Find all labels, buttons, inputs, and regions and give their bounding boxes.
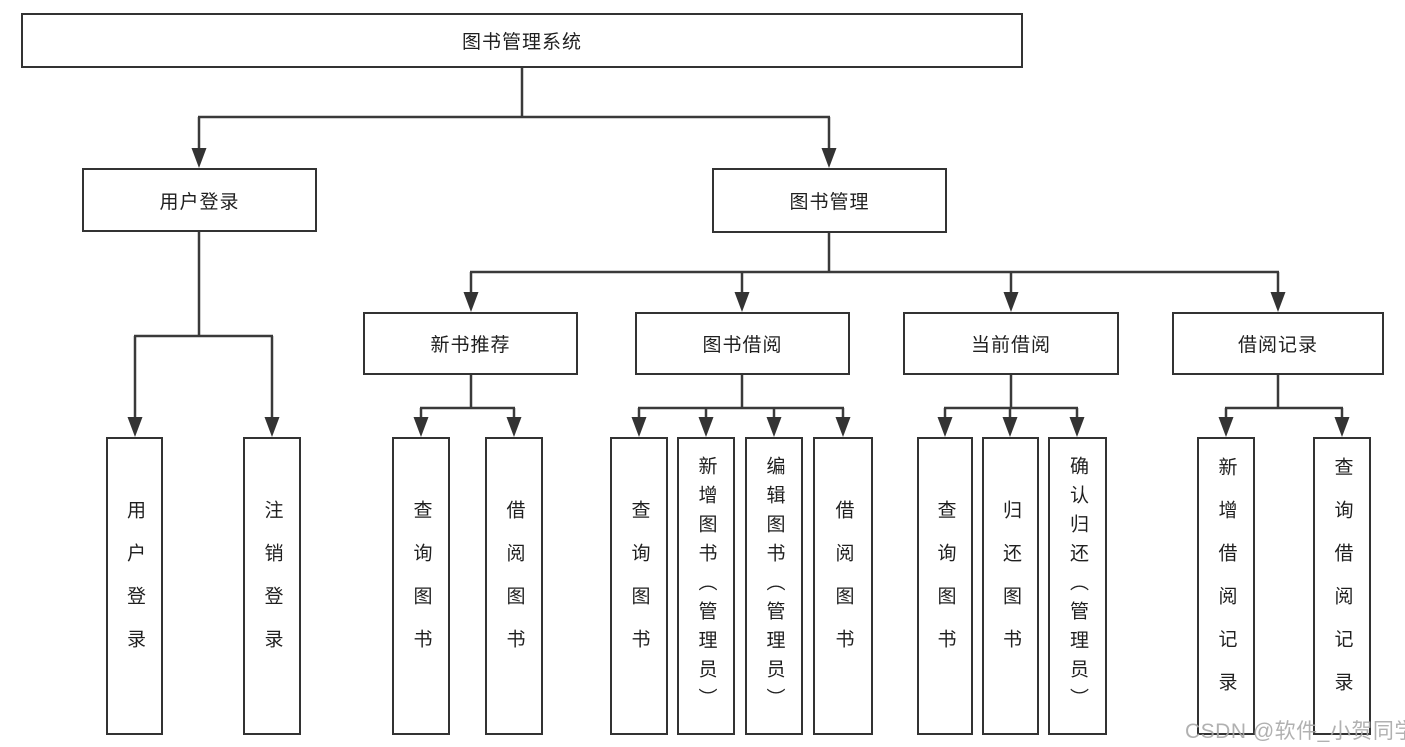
leaf-confirm-return-admin: 确认归还（管理员）: [1048, 437, 1107, 735]
leaf-edit-book-admin: 编辑图书（管理员）: [745, 437, 803, 735]
node-book-management: 图书管理: [712, 168, 947, 233]
leaf-borrowing-borrow-books: 借阅图书: [813, 437, 873, 735]
leaf-borrowing-borrow-books-label: 借阅图书: [832, 500, 854, 672]
leaf-user-login-label: 用户登录: [124, 500, 145, 672]
csdn-watermark: CSDN @软件_小贺同学: [1185, 720, 1405, 743]
leaf-add-book-admin-label: 新增图书（管理员）: [695, 455, 717, 717]
node-book-borrowing: 图书借阅: [635, 312, 850, 375]
leaf-query-borrow-record: 查询借阅记录: [1313, 437, 1371, 735]
node-library-system: 图书管理系统: [21, 13, 1023, 68]
node-new-book-recommend-label: 新书推荐: [430, 335, 511, 356]
leaf-add-borrow-record-label: 新增借阅记录: [1215, 457, 1237, 715]
node-book-borrowing-label: 图书借阅: [702, 335, 783, 356]
node-user-login-label: 用户登录: [159, 191, 240, 213]
leaf-add-book-admin: 新增图书（管理员）: [677, 437, 735, 735]
leaf-logout: 注销登录: [243, 437, 301, 735]
node-current-borrowing: 当前借阅: [903, 312, 1119, 375]
leaf-recommend-borrow-books: 借阅图书: [485, 437, 543, 735]
leaf-return-books: 归还图书: [982, 437, 1039, 735]
node-new-book-recommend: 新书推荐: [363, 312, 578, 375]
leaf-add-borrow-record: 新增借阅记录: [1197, 437, 1255, 735]
leaf-current-query-books: 查询图书: [917, 437, 973, 735]
leaf-logout-label: 注销登录: [261, 500, 283, 672]
leaf-confirm-return-admin-label: 确认归还（管理员）: [1067, 455, 1088, 717]
leaf-recommend-query-books-label: 查询图书: [410, 500, 432, 672]
leaf-borrowing-query-books-label: 查询图书: [628, 500, 650, 672]
leaf-query-borrow-record-label: 查询借阅记录: [1331, 457, 1353, 715]
node-user-login: 用户登录: [82, 168, 317, 232]
leaf-return-books-label: 归还图书: [1000, 500, 1021, 672]
node-book-management-label: 图书管理: [789, 192, 870, 213]
leaf-borrowing-query-books: 查询图书: [610, 437, 668, 735]
leaf-current-query-books-label: 查询图书: [934, 500, 956, 672]
leaf-recommend-query-books: 查询图书: [392, 437, 450, 735]
node-current-borrowing-label: 当前借阅: [970, 335, 1051, 356]
leaf-edit-book-admin-label: 编辑图书（管理员）: [763, 455, 785, 717]
leaf-user-login: 用户登录: [106, 437, 163, 735]
leaf-recommend-borrow-books-label: 借阅图书: [503, 500, 525, 672]
node-borrow-records-label: 借阅记录: [1237, 335, 1318, 356]
node-borrow-records: 借阅记录: [1172, 312, 1384, 375]
node-library-system-label: 图书管理系统: [461, 32, 582, 53]
